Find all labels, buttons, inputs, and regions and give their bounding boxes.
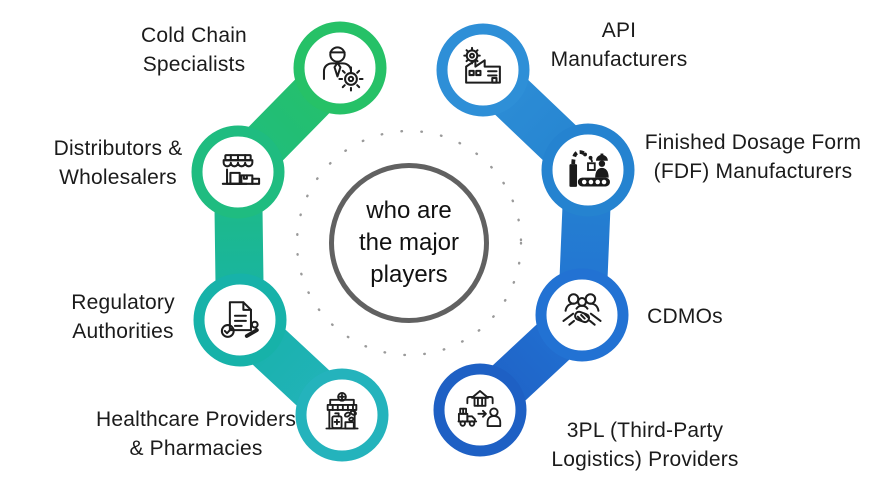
label-cold-chain-specialists: Cold Chain Specialists (141, 24, 247, 76)
document-check-stamp-icon (213, 293, 267, 347)
node-ring-3pl-providers (433, 363, 527, 457)
dotted-ring-decoration (295, 129, 523, 357)
label-distributors-wholesalers: Distributors & Wholesalers (53, 137, 183, 189)
center-circle: who are the major players (329, 163, 489, 323)
label-healthcare-providers-pharmacies: Healthcare Providers & Pharmacies (95, 408, 297, 460)
assembly-line-worker-icon (561, 143, 615, 197)
warehouse-truck-delivery-icon (453, 383, 507, 437)
pharmacy-store-icon (315, 388, 369, 442)
worker-gear-icon (313, 41, 367, 95)
label-fdf-manufacturers: Finished Dosage Form (FDF) Manufacturers (644, 131, 862, 183)
label-regulatory-authorities: Regulatory Authorities (71, 291, 175, 343)
partnership-handshake-icon (555, 288, 609, 342)
label-api-manufacturers: API Manufacturers (550, 19, 688, 71)
center-title: who are the major players (358, 197, 460, 288)
label-cdmos: CDMOs (647, 305, 723, 328)
storefront-boxes-icon (211, 145, 265, 199)
factory-gear-icon (456, 43, 510, 97)
node-ring-healthcare-providers (295, 368, 389, 462)
node-ring-api-manufacturers (436, 23, 530, 117)
label-3pl-providers: 3PL (Third-Party Logistics) Providers (551, 419, 739, 471)
